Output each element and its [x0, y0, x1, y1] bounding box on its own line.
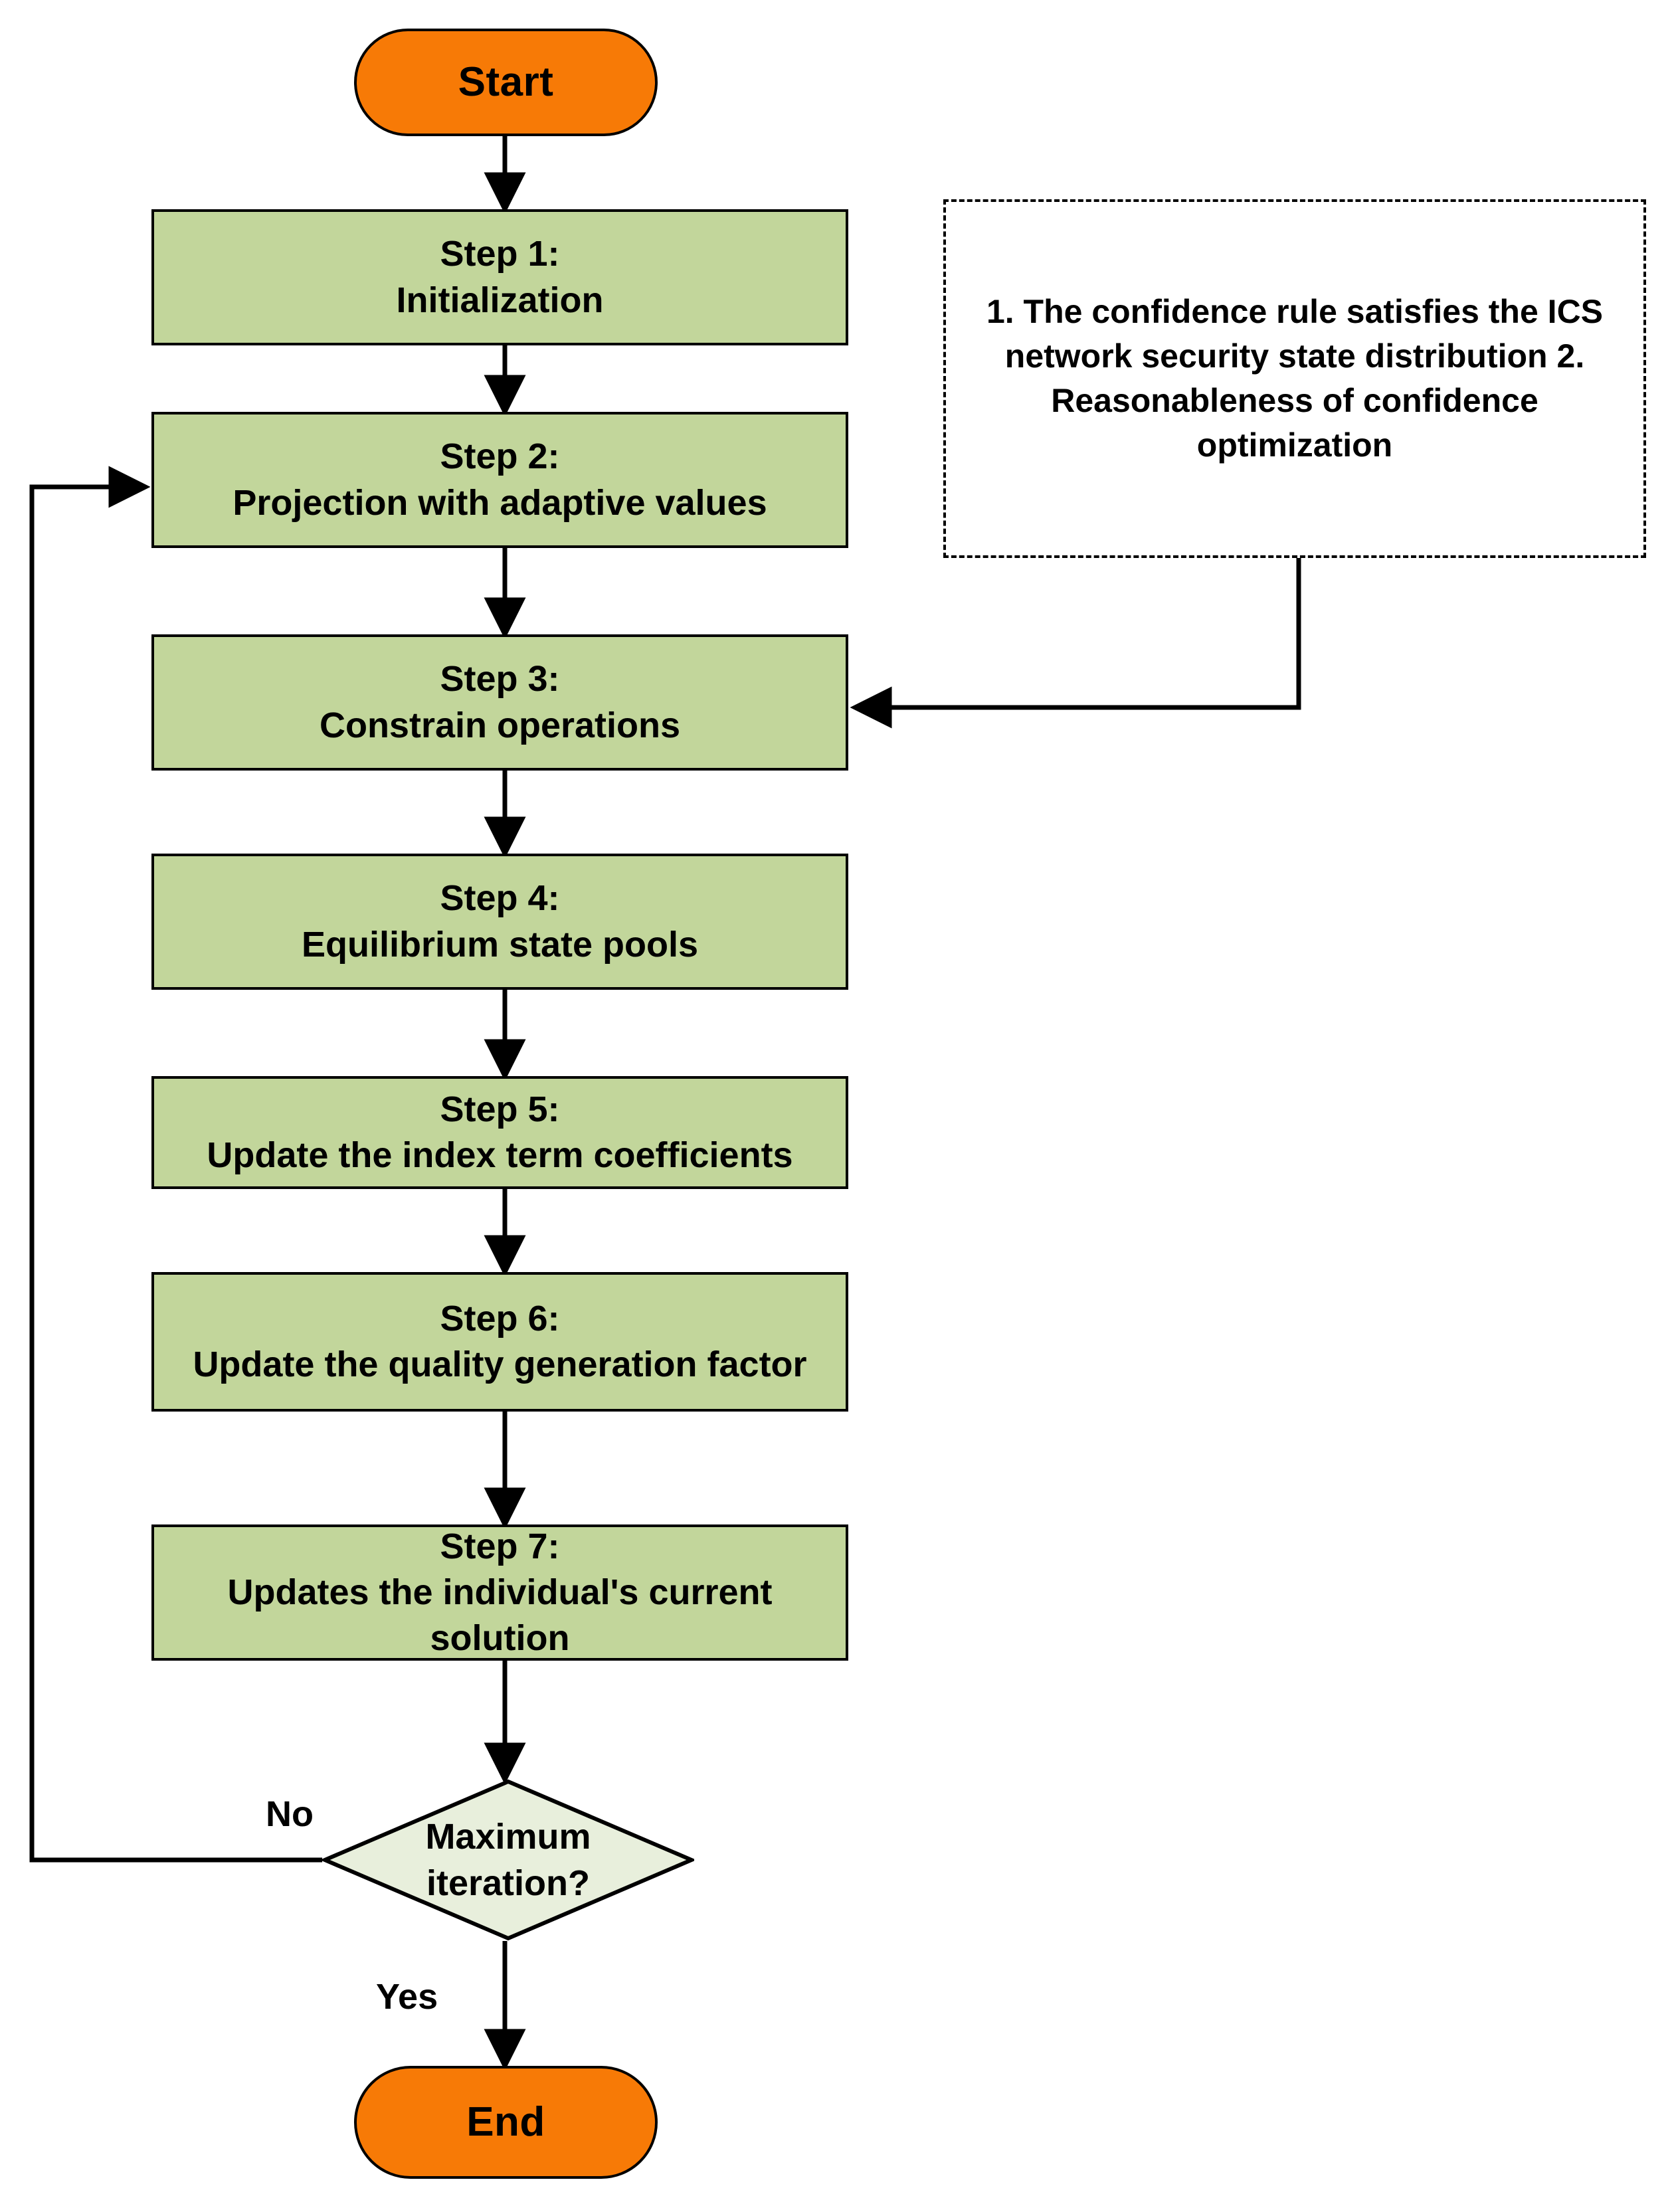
edge-note-step3	[850, 558, 1301, 729]
node-step4-text: Step 4: Equilibrium state pools	[154, 876, 846, 967]
node-step3[interactable]: Step 3: Constrain operations	[151, 634, 848, 771]
node-step6[interactable]: Step 6: Update the quality generation fa…	[151, 1272, 848, 1412]
node-step2-line1: Step 2:	[440, 436, 560, 477]
node-step1-text: Step 1: Initialization	[154, 231, 846, 323]
node-start[interactable]: Start	[354, 29, 658, 136]
node-note-item2: 2. Reasonableness of confidence optimiza…	[1051, 337, 1585, 464]
node-step7-line2: Updates the individual's current solutio…	[227, 1572, 773, 1659]
node-step1-line1: Step 1:	[440, 234, 560, 274]
node-step4-line2: Equilibrium state pools	[301, 924, 699, 965]
node-decision-line1: Maximum	[425, 1816, 591, 1857]
edge-label-no: No	[266, 1794, 314, 1834]
node-step3-line1: Step 3:	[440, 659, 560, 699]
node-decision[interactable]: Maximum iteration?	[322, 1779, 694, 1941]
node-step7-line1: Step 7:	[440, 1526, 560, 1566]
node-note[interactable]: 1. The confidence rule satisfies the ICS…	[943, 199, 1646, 558]
node-step2-line2: Projection with adaptive values	[233, 482, 767, 523]
node-decision-line2: iteration?	[426, 1863, 590, 1903]
node-step1-line2: Initialization	[396, 280, 604, 320]
node-end[interactable]: End	[354, 2066, 658, 2179]
node-step7[interactable]: Step 7: Updates the individual's current…	[151, 1524, 848, 1661]
decision-diamond-shape	[322, 1779, 694, 1941]
node-step1[interactable]: Step 1: Initialization	[151, 209, 848, 345]
edge-label-yes: Yes	[376, 1977, 438, 2017]
node-step5-line1: Step 5:	[440, 1089, 560, 1129]
node-step7-text: Step 7: Updates the individual's current…	[154, 1524, 846, 1661]
node-step5-line2: Update the index term coefficients	[207, 1135, 793, 1175]
node-step2-text: Step 2: Projection with adaptive values	[154, 434, 846, 525]
node-decision-text: Maximum iteration?	[322, 1779, 694, 1941]
node-step6-text: Step 6: Update the quality generation fa…	[154, 1296, 846, 1388]
node-end-label: End	[466, 2099, 545, 2146]
node-step2[interactable]: Step 2: Projection with adaptive values	[151, 412, 848, 548]
node-note-text: 1. The confidence rule satisfies the ICS…	[963, 290, 1626, 468]
node-step4-line1: Step 4:	[440, 878, 560, 919]
node-step5-text: Step 5: Update the index term coefficien…	[154, 1087, 846, 1178]
node-start-label: Start	[458, 59, 554, 106]
node-step5[interactable]: Step 5: Update the index term coefficien…	[151, 1076, 848, 1189]
node-step6-line1: Step 6:	[440, 1298, 560, 1338]
node-step4[interactable]: Step 4: Equilibrium state pools	[151, 854, 848, 990]
node-step6-line2: Update the quality generation factor	[193, 1344, 807, 1384]
node-note-item1: 1. The confidence rule satisfies the ICS…	[986, 293, 1604, 375]
node-step3-line2: Constrain operations	[319, 705, 681, 745]
node-step3-text: Step 3: Constrain operations	[154, 656, 846, 748]
